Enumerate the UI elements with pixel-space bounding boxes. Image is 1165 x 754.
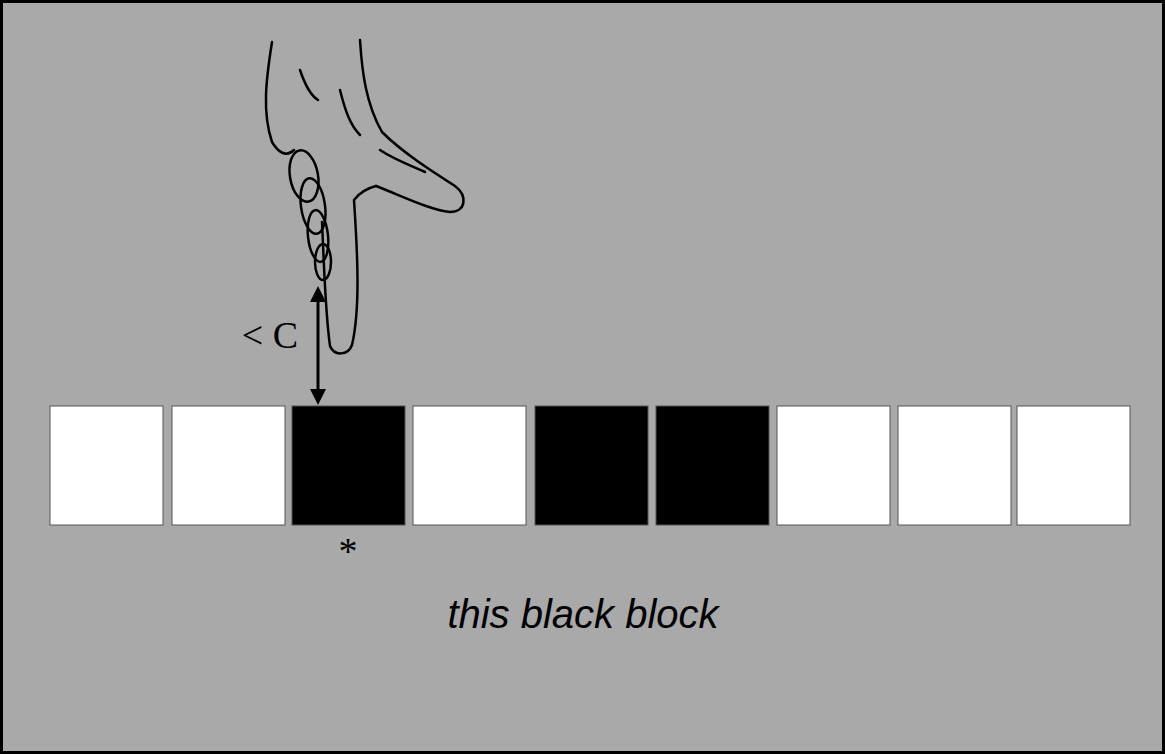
caption: this black block — [447, 592, 718, 636]
distance-label: < C — [242, 316, 298, 354]
distance-arrow — [310, 286, 326, 405]
asterisk-marker: * — [339, 532, 358, 570]
pointing-hand — [266, 40, 464, 353]
block-row — [50, 406, 1130, 525]
